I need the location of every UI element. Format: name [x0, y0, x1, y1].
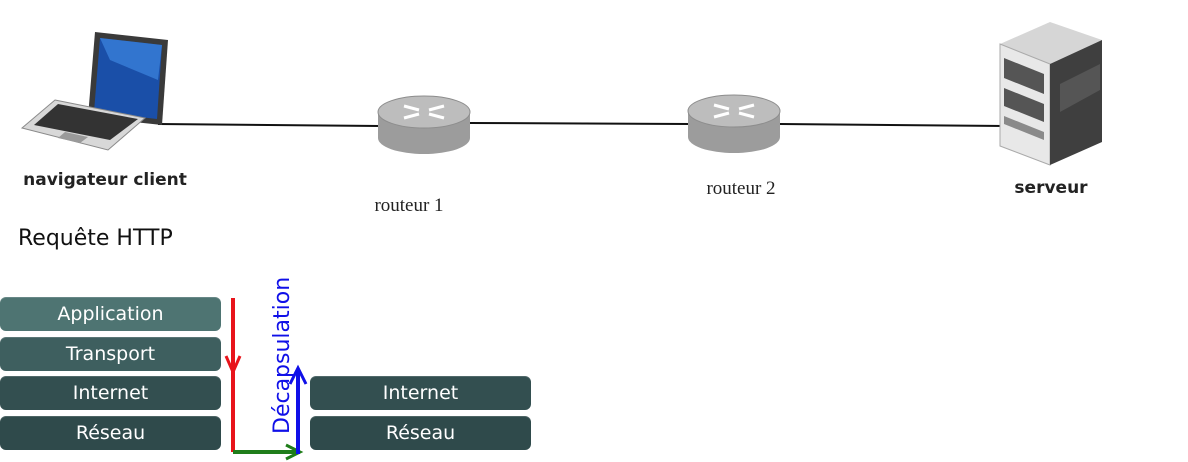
link-client-router1 — [157, 123, 381, 127]
router-layer-internet: Internet — [310, 376, 531, 410]
router1-label: routeur 1 — [374, 195, 443, 216]
client-label: navigateur client — [23, 170, 187, 190]
router-layer-network: Réseau — [310, 416, 531, 450]
client-layer-transport: Transport — [0, 337, 221, 371]
right-arrow — [233, 443, 304, 461]
link-router1-router2 — [469, 122, 691, 125]
down-arrow — [224, 298, 242, 452]
diagram-title: Requête HTTP — [18, 226, 173, 251]
client-layer-application: Application — [0, 297, 221, 331]
client-layer-internet: Internet — [0, 376, 221, 410]
router1-icon — [377, 95, 471, 154]
laptop-icon — [20, 32, 168, 151]
server-label: serveur — [1014, 178, 1088, 198]
router2-label: routeur 2 — [706, 178, 775, 199]
decapsulation-label: Décapsulation — [270, 276, 295, 434]
up-arrow — [288, 364, 308, 454]
server-icon — [999, 22, 1102, 166]
link-router2-server — [779, 123, 1006, 127]
router2-icon — [687, 94, 781, 153]
client-layer-network: Réseau — [0, 416, 221, 450]
